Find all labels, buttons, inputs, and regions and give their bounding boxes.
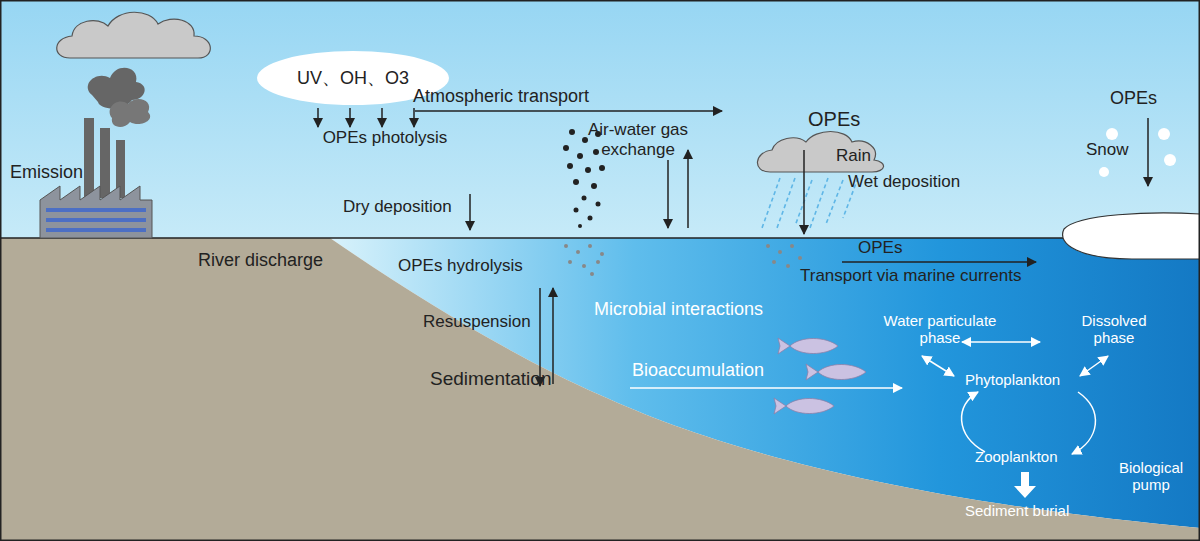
process-label: Atmospheric transport: [413, 86, 643, 107]
process-label: Snow: [1086, 140, 1146, 160]
process-label: River discharge: [198, 250, 368, 271]
rain-streaks: [762, 178, 858, 228]
process-label: Sedimentation: [430, 368, 580, 390]
ice-floe: [1063, 213, 1200, 259]
process-label: Sediment burial: [965, 502, 1105, 519]
food-web-arrows: [630, 342, 1108, 454]
process-label: Phytoplankton: [965, 371, 1095, 388]
process-label: Water particulate phase: [870, 312, 1010, 347]
process-label: OPEs: [1110, 88, 1180, 109]
particles: [563, 129, 605, 228]
process-label: OPEs photolysis: [300, 128, 470, 148]
process-label: Air-water gas exchange: [576, 120, 700, 159]
burial-arrow: [1014, 472, 1036, 498]
process-label: Microbial interactions: [594, 299, 854, 320]
process-label: OPEs: [858, 238, 928, 258]
process-label: Dissolved phase: [1064, 312, 1164, 347]
process-label: Wet deposition: [848, 172, 998, 192]
process-label: Bioaccumulation: [632, 360, 812, 381]
process-label: Resuspension: [423, 312, 553, 332]
process-label: Emission: [10, 162, 120, 183]
cloud: [57, 12, 211, 58]
sky: [0, 0, 1200, 238]
process-arrows: [318, 108, 1148, 386]
process-label: Biological pump: [1108, 459, 1194, 494]
process-label: Rain: [836, 146, 896, 166]
process-label: OPEs: [808, 108, 878, 131]
process-label: Transport via marine currents: [800, 266, 1100, 286]
dissolved-particles: [564, 244, 802, 276]
factory: [40, 68, 152, 238]
process-label: Zooplankton: [975, 448, 1095, 465]
fish: [774, 338, 866, 414]
process-label: Dry deposition: [343, 197, 473, 217]
process-label: OPEs hydrolysis: [398, 256, 558, 276]
land: [0, 238, 1200, 541]
horizon-line: [0, 237, 1200, 239]
